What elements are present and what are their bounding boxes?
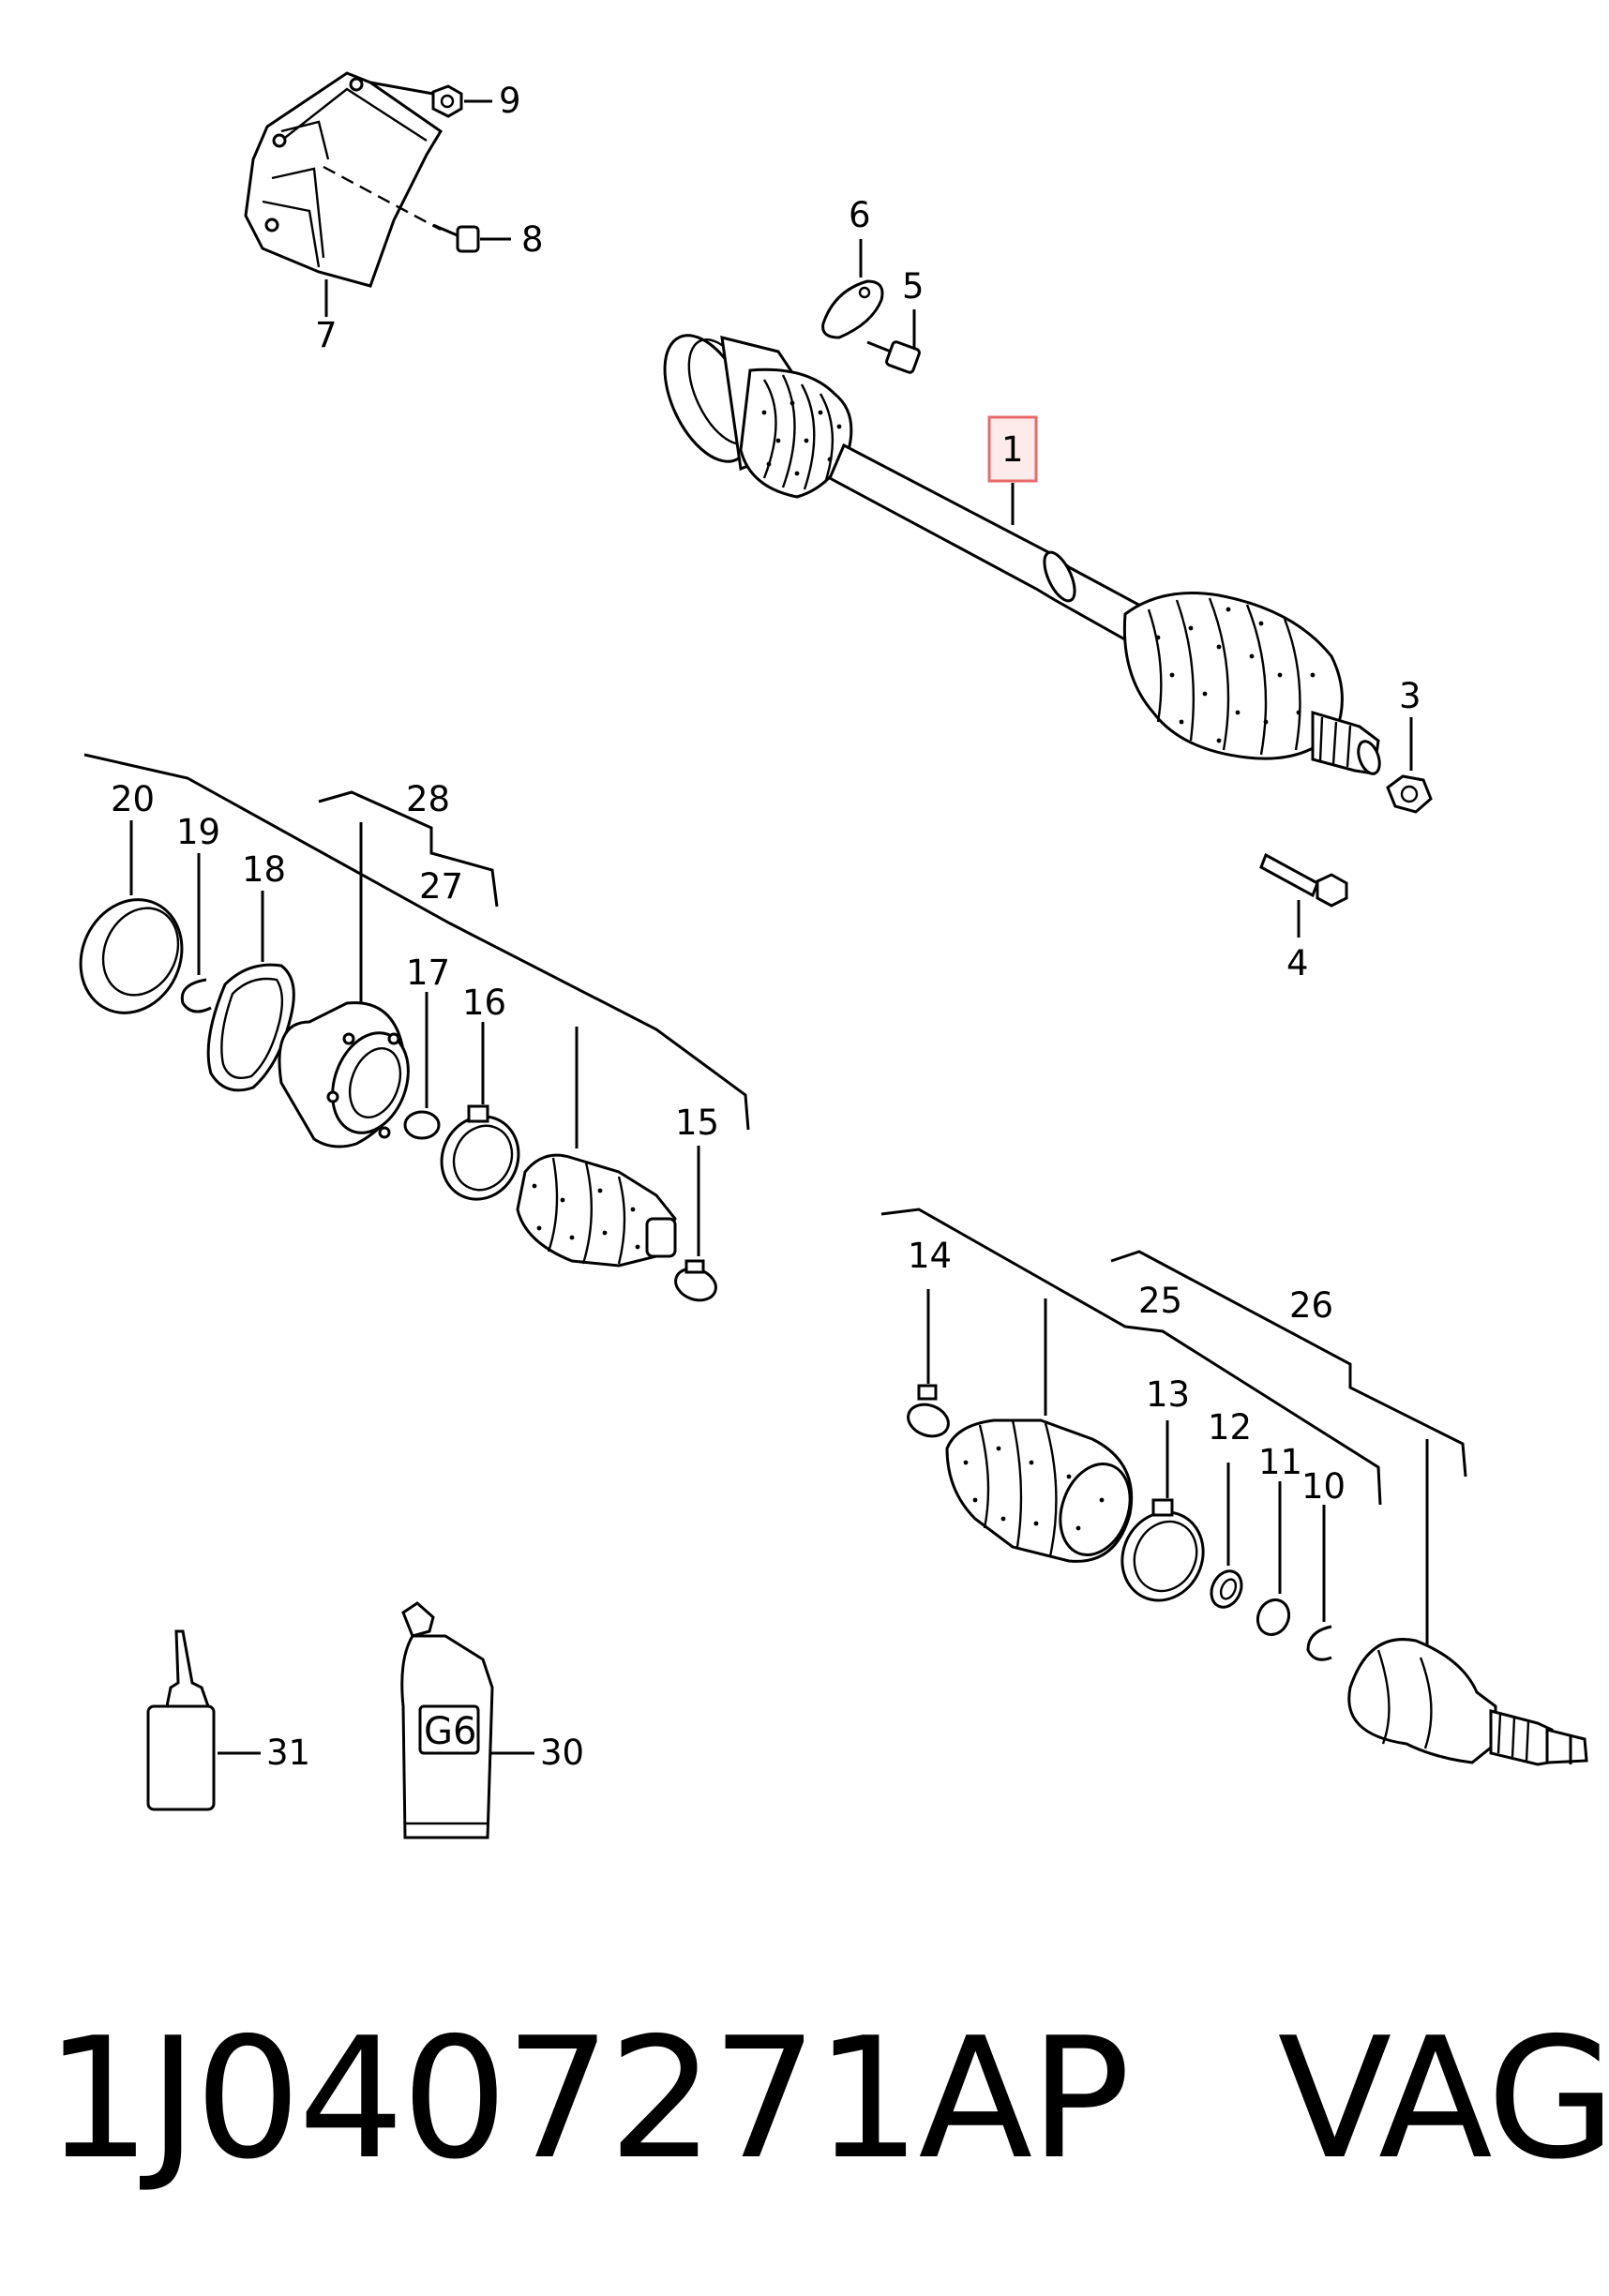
callout-8: 8	[521, 219, 544, 260]
callout-17: 17	[406, 953, 450, 993]
callout-31: 31	[266, 1733, 310, 1773]
outer-joint	[1347, 1638, 1588, 1766]
callout-7: 7	[315, 315, 338, 355]
callout-20: 20	[111, 779, 155, 819]
circlip-10	[1306, 1505, 1332, 1661]
brand-name: VAG	[1277, 2002, 1609, 2196]
nut-3	[1386, 717, 1433, 814]
sealant-bottle-31	[146, 1629, 261, 1811]
tube-label: G6	[424, 1710, 476, 1753]
bolt-5	[866, 309, 921, 374]
cap-11	[1256, 1481, 1291, 1636]
callout-28: 28	[406, 779, 450, 819]
clamp-13	[1120, 1420, 1205, 1602]
callout-3: 3	[1399, 676, 1421, 716]
callout-18: 18	[242, 849, 286, 890]
callout-14: 14	[908, 1236, 952, 1276]
callout-1-highlight	[987, 415, 1038, 483]
callout-6: 6	[849, 195, 871, 235]
callout-15: 15	[675, 1103, 719, 1143]
callout-19: 19	[176, 812, 220, 852]
callout-11: 11	[1258, 1442, 1302, 1482]
callout-10: 10	[1301, 1466, 1346, 1507]
circlip-19	[180, 853, 212, 1013]
cap-17	[403, 992, 441, 1140]
callout-25: 25	[1138, 1281, 1182, 1321]
bolt-8	[432, 223, 511, 253]
callout-4: 4	[1286, 943, 1309, 983]
plate-6	[821, 239, 884, 339]
spacer-12	[1210, 1463, 1243, 1609]
clamp-16	[440, 1022, 520, 1201]
grease-tube-30	[400, 1601, 534, 1839]
callout-27: 27	[419, 866, 463, 907]
part-number: 1J0407271AP	[45, 2002, 1131, 2196]
boot-right	[945, 1418, 1134, 1563]
drive-shaft	[663, 334, 1381, 775]
bolt-4	[1259, 852, 1348, 938]
boot-left	[516, 1153, 677, 1268]
callout-5: 5	[902, 266, 925, 307]
callout-26: 26	[1289, 1285, 1333, 1326]
gasket-18	[206, 891, 295, 1092]
clamp-15	[674, 1146, 717, 1302]
callout-13: 13	[1146, 1374, 1190, 1415]
callout-30: 30	[540, 1733, 584, 1773]
heat-shield	[244, 71, 444, 288]
callout-1: 1	[1001, 429, 1024, 470]
callout-16: 16	[462, 983, 506, 1023]
seal-20	[79, 820, 184, 1014]
clamp-14	[907, 1289, 950, 1438]
nut-9	[369, 81, 492, 118]
joint-housing	[278, 1001, 410, 1148]
callout-9: 9	[499, 81, 521, 121]
callout-12: 12	[1208, 1407, 1252, 1448]
